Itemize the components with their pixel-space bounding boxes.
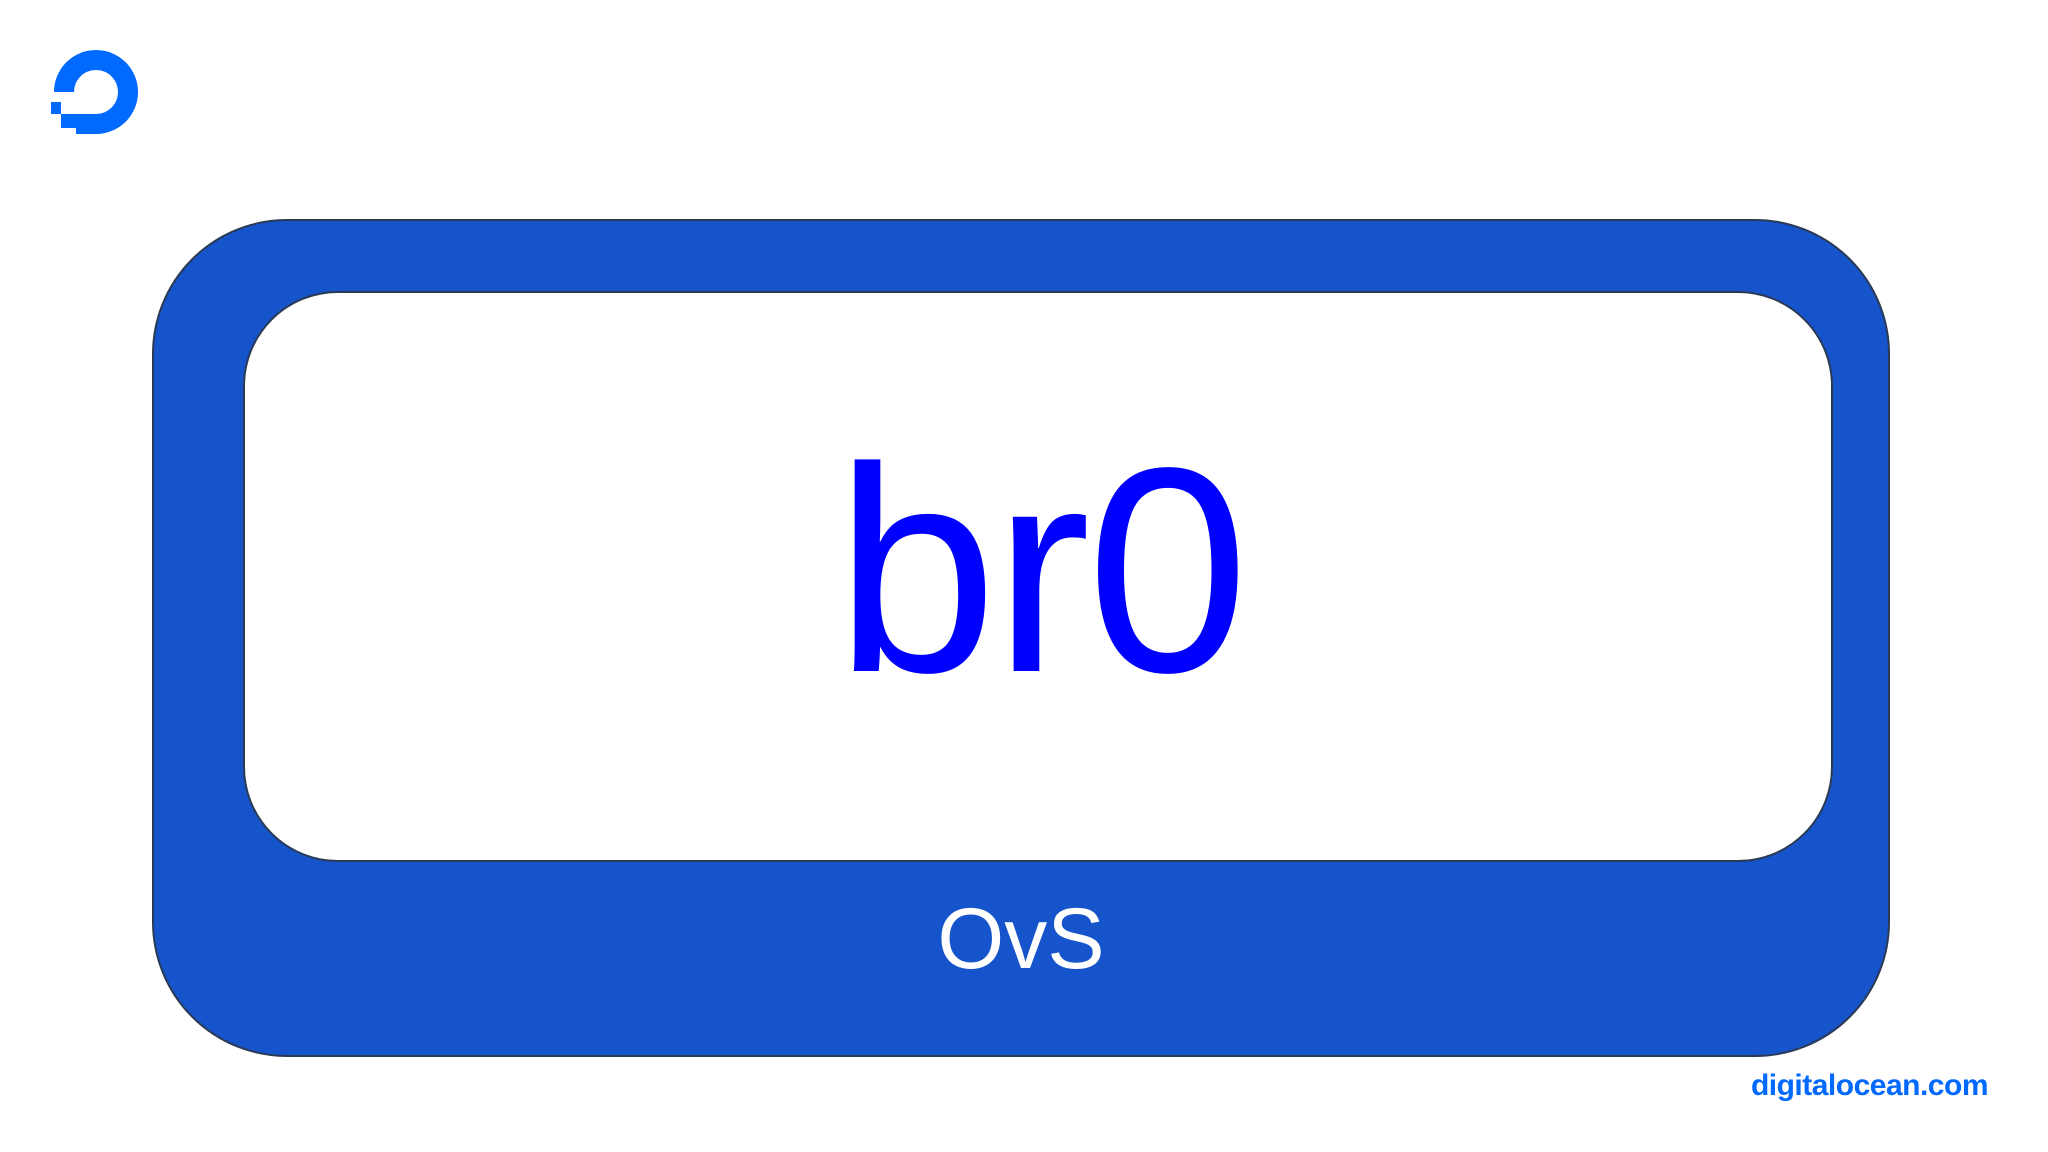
footer-url[interactable]: digitalocean.com xyxy=(1750,1069,1989,1102)
digitalocean-logo-icon xyxy=(46,42,146,142)
logo-pixel-medium xyxy=(61,114,76,128)
logo-pixel-small xyxy=(51,102,61,114)
logo-pixel-large xyxy=(76,114,96,134)
digitalocean-logo-icon-svg xyxy=(51,50,138,134)
bridge-br0-box: br0 xyxy=(243,291,1833,862)
ovs-label: OvS xyxy=(937,891,1105,987)
bridge-label: br0 xyxy=(834,406,1249,733)
logo-ring xyxy=(54,50,138,134)
